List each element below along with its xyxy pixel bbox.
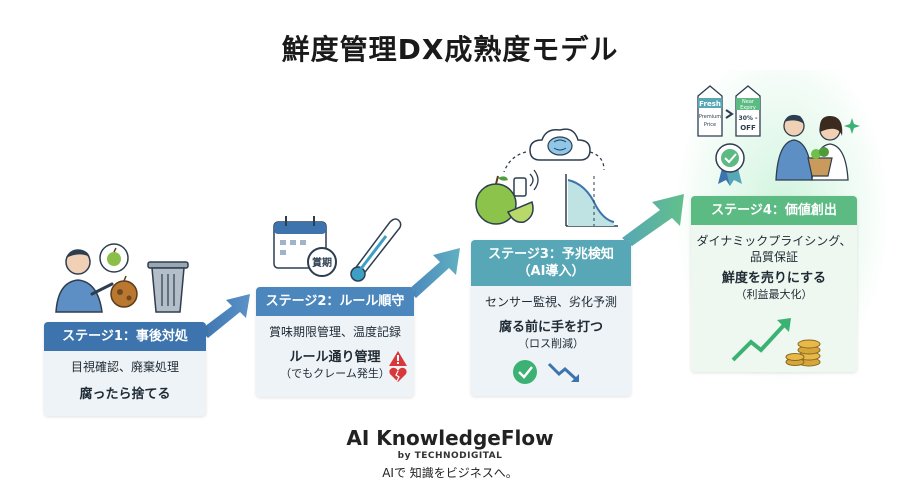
stage-4-method-2: 品質保証 xyxy=(749,250,798,264)
svg-text:Near: Near xyxy=(742,99,755,105)
stage4-growth-icons xyxy=(731,318,821,367)
person-icon xyxy=(55,249,114,313)
brand-name: AI KnowledgeFlow xyxy=(346,426,554,450)
stage-4-note: （利益最大化） xyxy=(735,288,813,301)
stage-1-outcome: 腐ったら捨てる xyxy=(79,387,171,402)
svg-text:Premium: Premium xyxy=(699,114,721,120)
stage-4-header: ステージ4：価値創出 xyxy=(691,196,857,225)
stage-2-method: 賞味期限管理、温度記録 xyxy=(268,325,401,339)
check-circle-icon xyxy=(513,360,537,384)
stage-4-method: ダイナミックプライシング、 xyxy=(696,234,852,248)
svg-text:30% -: 30% - xyxy=(739,115,758,122)
trend-up-arrow-icon xyxy=(731,318,791,362)
stage-2-header: ステージ2：ルール順守 xyxy=(256,287,414,316)
dashed-arrow-down xyxy=(589,151,605,171)
apple-icon xyxy=(475,175,534,225)
svg-text:Price: Price xyxy=(704,122,716,128)
svg-text:賞期: 賞期 xyxy=(312,256,332,269)
stage-4-card: ステージ4：価値創出 ダイナミックプライシング、 品質保証 鮮度を売りにする （… xyxy=(691,196,857,372)
stage1-illustration xyxy=(55,243,189,313)
broken-heart-icon xyxy=(389,367,407,382)
stage4-illustration: Fresh Premium Price Near Expiry 30% - OF… xyxy=(697,85,860,186)
svg-text:Expiry: Expiry xyxy=(740,105,756,111)
stage-3-method: センサー監視、劣化予測 xyxy=(484,295,617,309)
stage2-illustration: 賞期 xyxy=(273,216,402,282)
discount-price-tag-icon: Near Expiry 30% - OFF xyxy=(735,85,761,137)
stage-1-header: ステージ1：事後対処 xyxy=(44,322,206,351)
coin-stack-icon xyxy=(785,339,821,367)
brand-tagline: AIで 知識をビジネスへ。 xyxy=(382,466,518,480)
stage2-alert-icons xyxy=(389,351,407,382)
rotten-apple-icon xyxy=(110,275,138,308)
thermometer-icon xyxy=(350,218,402,282)
arrow-1-to-2 xyxy=(200,294,250,338)
svg-text:Fresh: Fresh xyxy=(699,100,721,108)
stage3-illustration xyxy=(475,128,618,227)
arrow-3-to-4 xyxy=(622,194,684,246)
brand-footer: AI KnowledgeFlow by TECHNODIGITAL AIで 知識… xyxy=(300,426,600,481)
arrow-2-to-3 xyxy=(408,248,460,298)
stage-1-method: 目視確認、廃棄処理 xyxy=(70,360,179,374)
expiry-stamp-icon: 賞期 xyxy=(307,247,337,277)
stage-3-outcome: 腐る前に手を打つ xyxy=(498,320,603,335)
stage3-status-icons xyxy=(513,360,579,384)
stage-4-outcome: 鮮度を売りにする xyxy=(721,271,827,286)
stage-2-card: ステージ2：ルール順守 賞味期限管理、温度記録 ルール通り管理 （でもクレーム発… xyxy=(256,287,414,397)
dashed-arrow-up xyxy=(503,151,527,173)
stage-2-outcome: ルール通り管理 xyxy=(289,350,381,365)
svg-text:OFF: OFF xyxy=(740,124,756,132)
stage-2-note: （でもクレーム発生） xyxy=(280,367,390,380)
degradation-graph-icon xyxy=(565,174,618,227)
thought-bubble-icon xyxy=(99,243,129,273)
shoppers-icon xyxy=(775,114,860,181)
sensor-icon xyxy=(513,169,539,197)
stage-1-card: ステージ1：事後対処 目視確認、廃棄処理 腐ったら捨てる xyxy=(44,322,206,416)
stage-3-note: （ロス削減） xyxy=(518,337,584,350)
trend-down-arrow-icon xyxy=(547,362,579,382)
fresh-price-tag-icon: Fresh Premium Price xyxy=(697,85,723,137)
stage-3-header: ステージ3：予兆検知 xyxy=(488,247,614,262)
cloud-brain-icon xyxy=(529,128,591,161)
page-title: 鮮度管理DX成熟度モデル xyxy=(281,33,619,66)
chevron-right-icon xyxy=(725,109,734,119)
trash-bin-icon xyxy=(147,261,189,313)
stage-3-header-sub: （AI導入） xyxy=(517,264,585,279)
stage-3-header-block: ステージ3：予兆検知 （AI導入） xyxy=(471,240,631,286)
quality-medal-icon xyxy=(715,143,745,186)
stage-3-card: ステージ3：予兆検知 （AI導入） センサー監視、劣化予測 腐る前に手を打つ （… xyxy=(471,240,631,396)
brand-byline: by TECHNODIGITAL xyxy=(397,451,503,461)
